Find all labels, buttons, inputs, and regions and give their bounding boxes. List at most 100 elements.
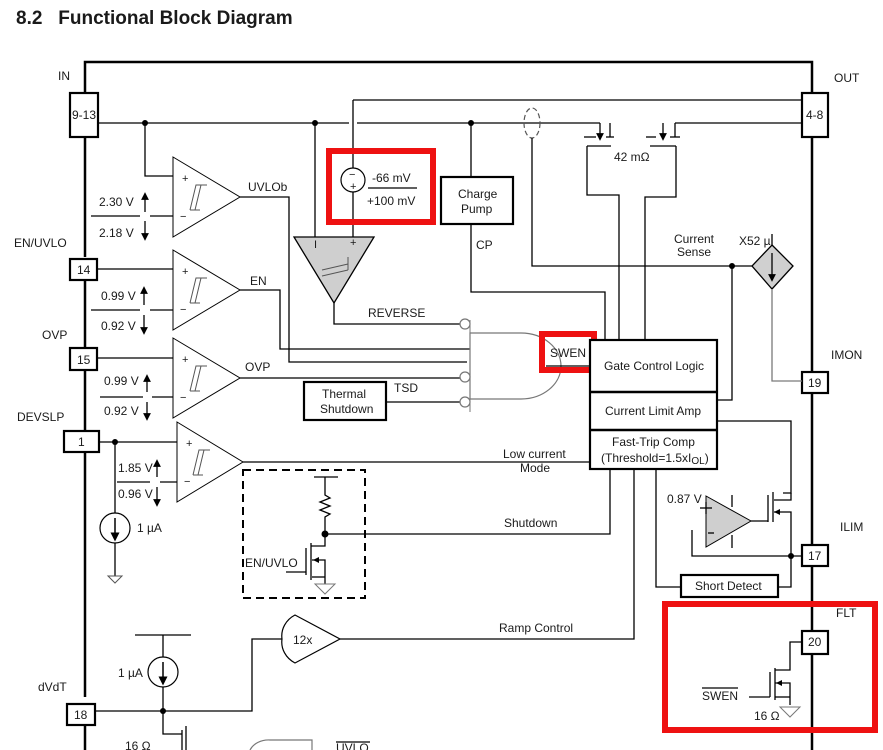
fet-resistance: 42 mΩ — [614, 150, 650, 164]
current-sense-label: Current — [674, 232, 715, 246]
plus-sign: + — [182, 266, 188, 278]
pin-dvdt: dVdT 18 — [38, 680, 97, 727]
pin-in-label: IN — [58, 69, 70, 83]
plus-sign: + — [182, 173, 188, 185]
pin-ovp: OVP 15 — [42, 328, 99, 372]
reverse-offset-source: − + -66 mV +100 mV — [326, 148, 436, 225]
ovp-label: OVP — [245, 360, 270, 374]
pin-ilim-number: 17 — [808, 549, 822, 563]
devslp-fall-threshold: 0.96 V — [118, 487, 153, 501]
fast-trip-comp: Fast-Trip Comp — [612, 435, 695, 449]
swen-bar-label: SWEN — [702, 689, 738, 703]
power-fets: 42 mΩ — [584, 123, 680, 340]
current-sense: Current Sense X52 µ — [674, 232, 802, 401]
ilim-section: Ramp Control Short Detect 0.87 V — [340, 469, 802, 640]
highlight-box-offset — [326, 148, 436, 225]
ovp-rise-threshold: 0.99 V — [104, 374, 139, 388]
devslp-comparator: + − 1.85 V 0.96 V Low current Mode 1 µA — [99, 421, 590, 584]
rev-minus: I — [314, 239, 317, 251]
reverse-offset-neg: -66 mV — [372, 171, 411, 185]
shutdown-label: Shutdown — [504, 516, 557, 530]
minus-sign: − — [180, 211, 186, 223]
reverse-comparator: I + REVERSE — [292, 123, 461, 325]
pin-out: OUT 4-8 — [800, 71, 860, 139]
uvlo-comparator: + − 2.30 V 2.18 V UVLOb — [91, 123, 467, 363]
plus-sign: + — [186, 438, 192, 450]
thermal-label-2: Shutdown — [320, 402, 373, 416]
pin-ovp-number: 15 — [77, 353, 91, 367]
pin-in-number: 9-13 — [72, 108, 96, 122]
charge-pump-label: Charge — [458, 187, 498, 201]
thermal-shutdown: Thermal Shutdown TSD — [302, 380, 461, 422]
pin-devslp-number: 1 — [78, 435, 85, 449]
pin-devslp-label: DEVSLP — [17, 410, 64, 424]
dvdt-current: 1 µA — [118, 666, 143, 680]
pin-en-uvlo-number: 14 — [77, 263, 91, 277]
pin-imon: IMON 19 — [800, 348, 862, 395]
uvlob-label: UVLOb — [248, 180, 288, 194]
plus-sign: + — [350, 181, 356, 193]
pin-ovp-label: OVP — [42, 328, 67, 342]
reverse-offset-pos: +100 mV — [367, 194, 415, 208]
current-sense-label-2: Sense — [677, 245, 711, 259]
dvdt-resistance: 16 Ω — [125, 739, 151, 750]
pin-dvdt-number: 18 — [74, 708, 88, 722]
pin-in: IN 9-13 — [58, 69, 100, 139]
ground-icon — [778, 706, 802, 718]
gate-control-stack: Gate Control Logic Current Limit Amp Fas… — [588, 338, 792, 494]
pin-flt-number: 20 — [808, 635, 822, 649]
ground-icon — [313, 583, 337, 595]
low-current-label: Low current — [503, 447, 566, 461]
pin-ilim-label: ILIM — [840, 520, 863, 534]
pin-out-number: 4-8 — [806, 108, 824, 122]
plus-sign: + — [182, 354, 188, 366]
short-detect: Short Detect — [695, 579, 762, 593]
pin-imon-label: IMON — [831, 348, 862, 362]
and-gate: SWEN — [459, 318, 597, 412]
pin-en-uvlo-label: EN/UVLO — [14, 236, 67, 250]
minus-sign: − — [180, 392, 186, 404]
tsd-label: TSD — [394, 381, 418, 395]
ilim-ref-voltage: 0.87 V — [667, 492, 702, 506]
rev-plus: + — [350, 237, 356, 249]
uvlo-fall-threshold: 2.18 V — [99, 226, 134, 240]
en-comparator: + − 0.99 V 0.92 V EN — [91, 249, 470, 350]
current-limit-amp: Current Limit Amp — [605, 404, 701, 418]
devslp-current: 1 µA — [137, 521, 162, 535]
pin-flt: FLT 20 — [800, 604, 857, 656]
en-label: EN — [250, 274, 267, 288]
pin-out-label: OUT — [834, 71, 860, 85]
flt-output: SWEN 16 Ω — [662, 601, 878, 733]
pin-flt-label: FLT — [836, 606, 857, 620]
swen-label: SWEN — [550, 346, 586, 360]
minus-sign: − — [349, 169, 355, 181]
gain-label: 12x — [293, 633, 312, 647]
section-title: 8.2 Functional Block Diagram — [16, 8, 293, 29]
ovp-fall-threshold: 0.92 V — [104, 404, 139, 418]
gate-control-logic: Gate Control Logic — [604, 359, 704, 373]
gain-amplifier — [281, 614, 342, 664]
charge-pump: Charge Pump CP — [439, 123, 606, 340]
minus-sign: − — [180, 304, 186, 316]
ground-icon — [106, 575, 124, 584]
sense-gain: X52 µ — [739, 234, 771, 248]
pin-imon-number: 19 — [808, 376, 822, 390]
en-rise-threshold: 0.99 V — [101, 289, 136, 303]
en-uvlo-internal: EN/UVLO — [245, 556, 298, 570]
reverse-label: REVERSE — [368, 306, 425, 320]
pin-dvdt-label: dVdT — [38, 680, 67, 694]
cp-label: CP — [476, 238, 493, 252]
charge-pump-label-2: Pump — [461, 202, 493, 216]
fast-trip-threshold: (Threshold=1.5xIOL) — [601, 451, 709, 467]
shutdown-switch: Shutdown EN/UVLO — [242, 469, 611, 599]
pin-en-uvlo: EN/UVLO 14 — [14, 236, 99, 282]
uvlo-bar-label: UVLO — [336, 741, 369, 750]
ic-outline — [83, 60, 814, 750]
ovp-comparator: + − 0.99 V 0.92 V OVP — [97, 337, 461, 421]
current-sense-probe — [523, 107, 771, 269]
ramp-control-label: Ramp Control — [499, 621, 573, 635]
devslp-rise-threshold: 1.85 V — [118, 461, 153, 475]
minus-sign: − — [184, 476, 190, 488]
low-current-label-2: Mode — [520, 461, 550, 475]
